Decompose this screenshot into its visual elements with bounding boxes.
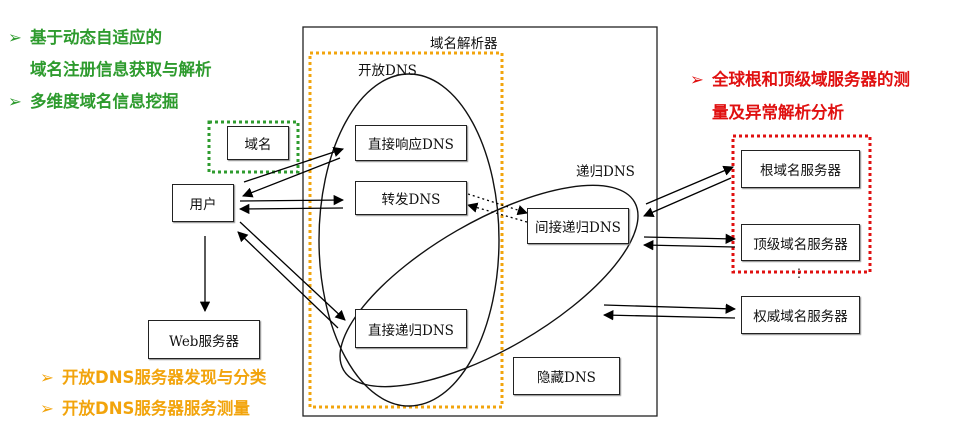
bullet-arrow-icon: ➢ [8, 28, 22, 47]
ellipsis-icon: ⋮ [793, 266, 805, 280]
indirect-recursive-dns-node: 间接递归DNS [527, 208, 629, 244]
domain-frame [207, 120, 300, 174]
arrow-forward-to-user [238, 203, 344, 215]
resolver-frame [302, 26, 658, 417]
root-tld-frame [731, 134, 872, 274]
bullet-open-dns-measurement: ➢开放DNS服务器服务测量 [40, 399, 250, 418]
open-dns-label: 开放DNS [358, 63, 417, 79]
arrow-indirect-to-root [645, 165, 734, 205]
arrow-root-to-indirect [643, 177, 732, 218]
web-server-node: Web服务器 [148, 320, 260, 359]
bullet-registration-info: ➢基于动态自适应的 [8, 28, 162, 47]
arrow-indirect-to-forward [467, 202, 528, 223]
arrow-to-authoritative [603, 303, 737, 314]
arrow-from-authoritative [602, 310, 736, 321]
arrow-forward-to-indirect [467, 193, 528, 216]
arrow-direct-response-to-user [242, 157, 341, 198]
arrow-direct-recursive-to-user [237, 231, 339, 329]
arrow-user-to-forward [239, 194, 345, 206]
forward-dns-node: 转发DNS [355, 181, 467, 215]
authoritative-server-node: 权威域名服务器 [741, 296, 860, 334]
open-dns-frame [308, 51, 504, 409]
arrow-tld-to-indirect [642, 240, 736, 251]
direct-response-dns-node: 直接响应DNS [355, 125, 467, 161]
bullet-arrow-icon: ➢ [40, 368, 54, 387]
user-node: 用户 [172, 184, 234, 222]
arrow-user-to-direct-response [243, 147, 344, 183]
bullet-root-tld-measurement-line2: 量及异常解析分析 [712, 103, 844, 122]
bullet-arrow-icon: ➢ [40, 399, 54, 418]
bullet-domain-mining: ➢多维度域名信息挖掘 [8, 92, 179, 111]
bullet-registration-info-line2: 域名注册信息获取与解析 [30, 60, 212, 79]
arrow-indirect-to-tld [643, 233, 737, 244]
hidden-dns-node: 隐藏DNS [513, 357, 620, 395]
root-server-node: 根域名服务器 [741, 150, 860, 188]
bullet-arrow-icon: ➢ [8, 92, 22, 111]
recursive-dns-label: 递归DNS [576, 164, 635, 180]
direct-recursive-dns-node: 直接递归DNS [355, 309, 467, 348]
recursive-dns-ellipse [339, 184, 639, 388]
arrow-user-to-direct-recursive [239, 221, 346, 321]
bullet-open-dns-discovery: ➢开放DNS服务器发现与分类 [40, 368, 267, 387]
resolver-title: 域名解析器 [430, 36, 498, 52]
domain-node: 域名 [227, 126, 289, 160]
bullet-arrow-icon: ➢ [690, 70, 704, 89]
bullet-root-tld-measurement: ➢全球根和顶级域服务器的测 [690, 70, 910, 89]
open-dns-ellipse [318, 73, 500, 407]
tld-server-node: 顶级域名服务器 [741, 224, 860, 261]
